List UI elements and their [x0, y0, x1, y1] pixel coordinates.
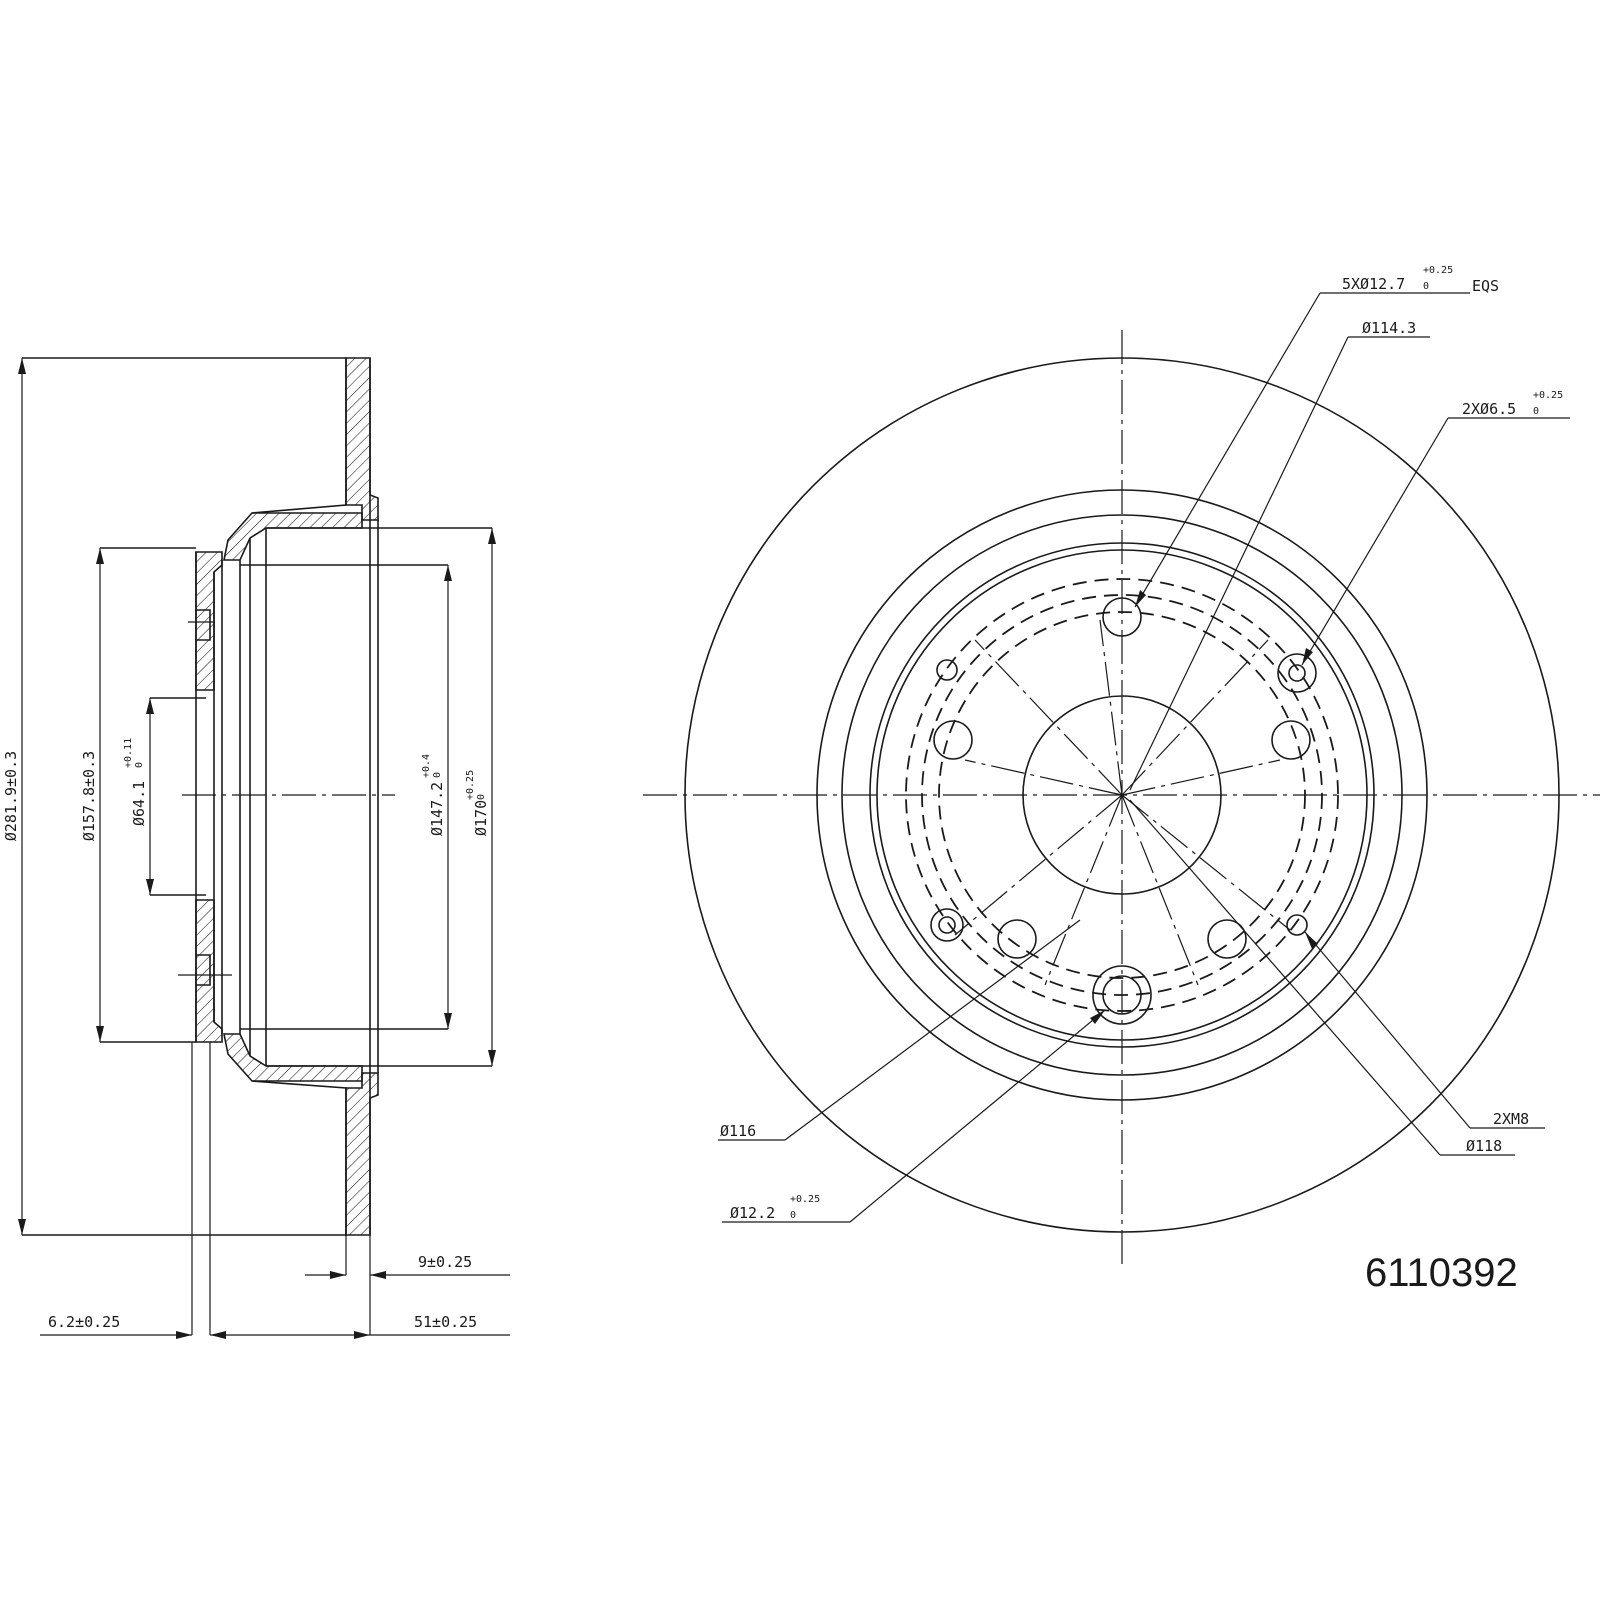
svg-text:+0.4: +0.4 [421, 754, 432, 778]
bolt-holes-label: 5XØ12.7 +0.25 0 EQS [1342, 265, 1499, 295]
locating-hole [1277, 653, 1317, 693]
svg-text:+0.11: +0.11 [123, 738, 134, 768]
locating-holes-label: 2XØ6.5 +0.25 0 [1462, 390, 1563, 418]
hat-face-inner-circle [876, 549, 1368, 1041]
svg-text:+0.25: +0.25 [465, 770, 476, 800]
hat-wall-upper [223, 512, 363, 561]
threaded-holes-label: 2XM8 [1493, 1110, 1529, 1128]
svg-text:Ø12.2: Ø12.2 [730, 1204, 775, 1222]
bolt-hole [1207, 919, 1247, 959]
svg-text:+0.25: +0.25 [1423, 265, 1453, 276]
svg-text:0: 0 [1423, 281, 1429, 292]
hat-face-circle [869, 542, 1375, 1048]
threaded-hole [936, 659, 958, 681]
bolt-hole-bottom-outer [1092, 965, 1152, 1025]
hat-outer-diameter-label: Ø170 +0.25 0 [465, 770, 490, 836]
center-bore-label: Ø64.1 +0.11 0 [123, 738, 148, 826]
rotor-outer-edge [684, 357, 1560, 1233]
svg-text:EQS: EQS [1472, 277, 1499, 295]
side-view-section: Ø281.9±0.3 Ø157.8±0.3 Ø64.1 +0.11 0 Ø147… [2, 357, 510, 1339]
hub-outer-diameter-label: Ø157.8±0.3 [80, 751, 98, 841]
bolt-hole [933, 720, 973, 760]
svg-text:0: 0 [476, 794, 487, 800]
pitch-circle-dashed-1 [905, 578, 1339, 1012]
pitch-circle-dashed-3 [938, 611, 1306, 979]
threaded-hole [938, 916, 956, 934]
pitch-circle-dashed-2 [921, 594, 1323, 996]
mounting-face-upper [195, 551, 223, 691]
hat-inner-circle [841, 514, 1403, 1076]
mounting-face-lower [195, 899, 223, 1043]
rotor-ring-lower [345, 1072, 379, 1236]
hat-outer-circle [816, 489, 1428, 1101]
locating-hole [1288, 664, 1306, 682]
threaded-hole [930, 908, 964, 942]
svg-text:2XØ6.5: 2XØ6.5 [1462, 400, 1516, 418]
hat-thickness-label: 6.2±0.25 [48, 1313, 120, 1331]
rotor-thickness-label: 9±0.25 [418, 1253, 472, 1271]
svg-text:0: 0 [134, 762, 145, 768]
pitch-circle-116-label: Ø116 [720, 1122, 756, 1140]
svg-text:Ø147.2: Ø147.2 [428, 782, 446, 836]
svg-text:0: 0 [432, 772, 443, 778]
front-view: 5XØ12.7 +0.25 0 EQS Ø114.3 2XØ6.5 +0.25 … [643, 265, 1600, 1265]
bolt-circle-label: Ø114.3 [1362, 319, 1416, 337]
pitch-circle-118-label: Ø118 [1466, 1137, 1502, 1155]
threaded-hole [1286, 914, 1308, 936]
hat-wall-lower [223, 1033, 363, 1082]
rotor-ring-upper [345, 357, 379, 521]
svg-text:Ø170: Ø170 [472, 800, 490, 836]
svg-text:0: 0 [790, 1210, 796, 1221]
svg-text:0: 0 [1533, 406, 1539, 417]
center-bore-circle [1022, 695, 1222, 895]
bolt-hole-bottom [1102, 975, 1142, 1015]
svg-text:+0.25: +0.25 [790, 1194, 820, 1205]
small-holes [930, 653, 1317, 942]
bolt-hole [1102, 597, 1142, 637]
svg-text:5XØ12.7: 5XØ12.7 [1342, 275, 1405, 293]
leader-lines [718, 292, 1570, 1223]
bolt-holes [933, 597, 1311, 1025]
overall-height-label: 51±0.25 [414, 1313, 477, 1331]
svg-text:Ø64.1: Ø64.1 [130, 781, 148, 826]
hole-12-2-label: Ø12.2 +0.25 0 [730, 1194, 820, 1222]
bolt-hole [1271, 720, 1311, 760]
svg-text:+0.25: +0.25 [1533, 390, 1563, 401]
hat-inner-diameter-label: Ø147.2 +0.4 0 [421, 754, 446, 836]
radial-center-lines [954, 619, 1291, 986]
bolt-hole [997, 919, 1037, 959]
overall-diameter-label: Ø281.9±0.3 [2, 751, 20, 841]
part-number: 6110392 [1365, 1251, 1518, 1295]
